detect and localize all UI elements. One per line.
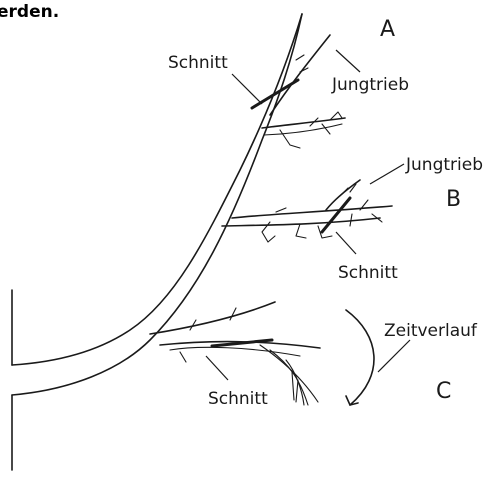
letter-c: C bbox=[436, 379, 451, 404]
letter-b: B bbox=[446, 187, 461, 212]
label-schnitt-b: Schnitt bbox=[338, 263, 398, 283]
letter-a: A bbox=[380, 17, 395, 42]
time-arrow bbox=[346, 310, 374, 405]
label-zeitverlauf: Zeitverlauf bbox=[384, 321, 478, 341]
leader-lines bbox=[206, 50, 410, 380]
cut-b bbox=[322, 198, 350, 232]
label-schnitt-c: Schnitt bbox=[208, 389, 268, 409]
label-schnitt-a: Schnitt bbox=[168, 53, 228, 73]
title-fragment: erden. bbox=[0, 2, 59, 22]
branch-b bbox=[222, 180, 392, 242]
label-jungtrieb-a: Jungtrieb bbox=[331, 75, 409, 95]
label-jungtrieb-b: Jungtrieb bbox=[405, 155, 483, 175]
